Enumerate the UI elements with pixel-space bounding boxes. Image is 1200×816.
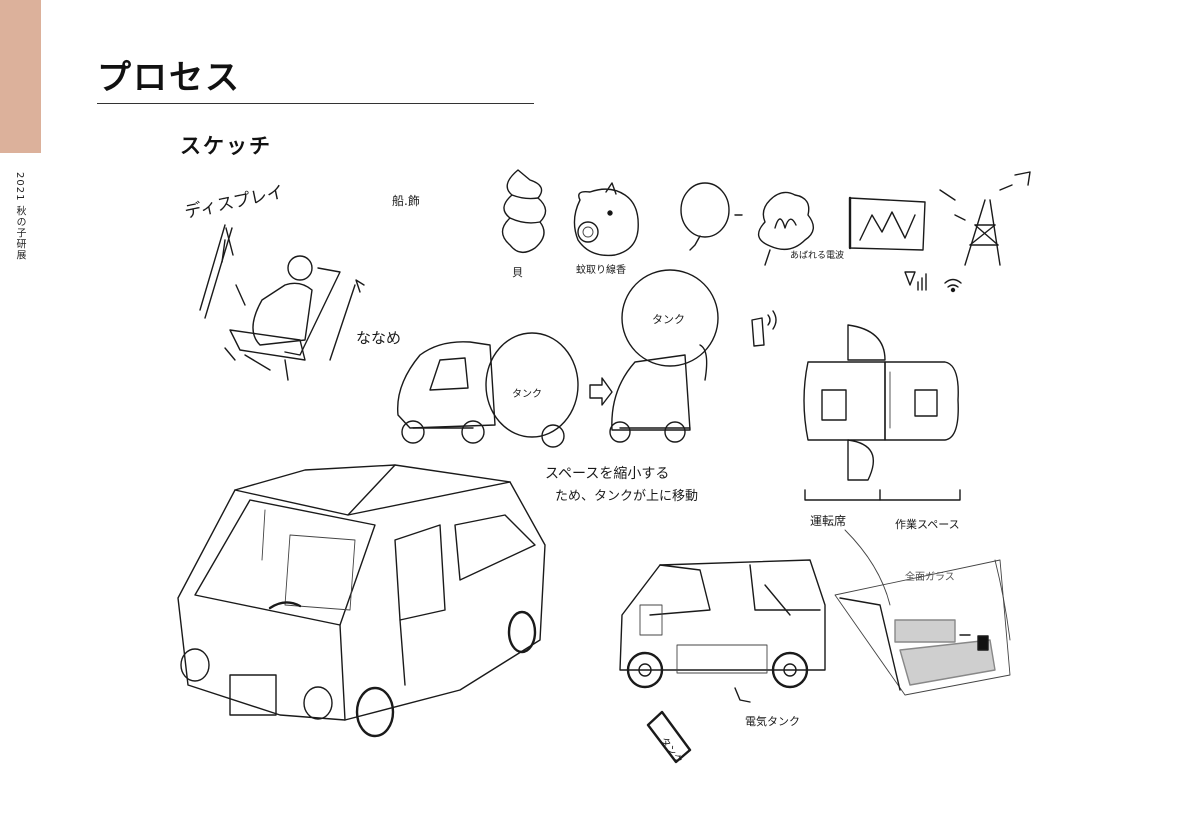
- car-tank-sketch-1: タンク: [396, 332, 579, 448]
- shell-sketch: 貝: [501, 169, 547, 279]
- small-tank-sketch: タンク: [646, 710, 692, 766]
- van-side-sketch: 電気タンク: [619, 559, 826, 728]
- section-title: スケッチ: [180, 134, 272, 158]
- side-accent-bar: [0, 0, 41, 153]
- interior-sketch: 全面ガラス: [834, 529, 1011, 696]
- pig-sketch: 蚊取り線香: [573, 182, 639, 276]
- label-glass: 全面ガラス: [905, 570, 955, 583]
- label-ship-decoration: 船.飾: [392, 194, 420, 208]
- panel-sketch: [848, 196, 926, 251]
- label-display: ディスプレイ: [183, 181, 286, 223]
- label-driver-seat: 運転席: [810, 513, 846, 528]
- title-divider: [97, 103, 534, 104]
- label-tank-top: タンク: [652, 313, 685, 326]
- label-shell: 貝: [512, 266, 523, 279]
- tower-sketch: [939, 171, 1031, 266]
- label-radio-wave: あばれる電波: [790, 249, 844, 261]
- seat-sketch: ディスプレイ ななめ: [183, 181, 401, 381]
- van-front-sketch: [177, 464, 546, 738]
- wave-sketch: あばれる電波: [757, 191, 844, 266]
- balloon-sketch: [680, 182, 743, 251]
- label-diagonal: ななめ: [356, 329, 401, 347]
- label-work-space: 作業スペース: [895, 518, 960, 531]
- arrow-icon: [589, 377, 613, 406]
- label-space-note-2: ため、タンクが上に移動: [555, 489, 698, 504]
- label-small-tank: タンク: [658, 735, 685, 766]
- signal-icons: [904, 271, 962, 293]
- phone-sketch: [751, 310, 777, 347]
- side-label: 2021 秋の子研展: [14, 172, 25, 261]
- label-tank-mid: タンク: [512, 388, 542, 400]
- label-electric-tank: 電気タンク: [745, 714, 800, 728]
- page-title: プロセス: [97, 58, 241, 98]
- label-space-note-1: スペースを縮小する: [545, 466, 669, 482]
- plan-sketch: 運転席 作業スペース: [803, 324, 961, 531]
- label-pig: 蚊取り線香: [576, 263, 626, 276]
- car-tank-sketch-2: タンク: [609, 269, 719, 443]
